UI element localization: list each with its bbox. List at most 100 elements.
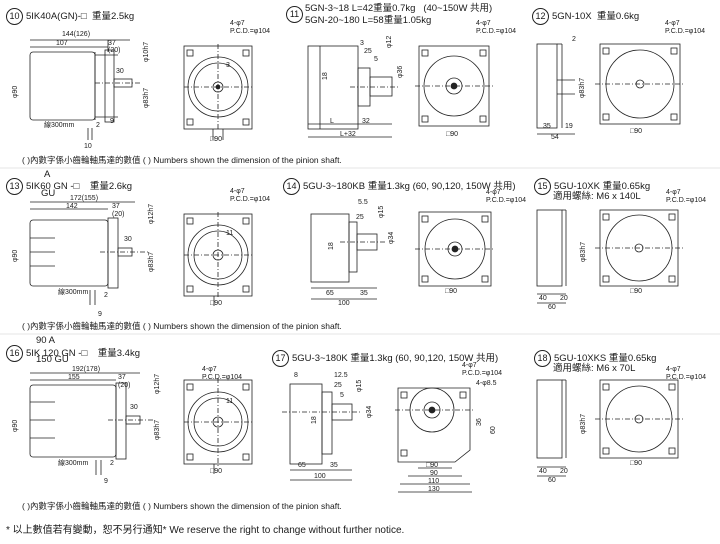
s11-heading: 11 [286,6,306,23]
s16-model: 5IK 120 GN -□ [26,348,88,360]
s12-square: □90 [630,128,643,135]
s17-dim-60: 60 [490,426,497,434]
s11-dim-Lplus32: L+32 [340,131,356,138]
s14-square: □90 [445,288,458,295]
s11-shaft-dia: φ12 [386,35,393,48]
footer-disclaimer: * 以上數值若有變動，恕不另行通知* We reserve the right … [6,525,405,536]
s10-shaft-dia: φ10h7 [143,41,150,62]
s13-model-top: A [44,169,51,180]
s16-dim-37: 37 [118,374,126,381]
s18-holes: 4-φ7 [666,366,681,373]
s18-flange-dia: φ83h7 [580,413,587,434]
s10-dim-9: 9 [110,118,114,125]
s15-number: 15 [534,178,551,195]
s14-gearhead-front [415,211,495,287]
s13-flange-dia: φ83h7 [148,251,155,272]
s13-motor-side [29,201,150,305]
s10-dim-length-total: 144(126) [62,31,91,38]
s11-dim-L: L [330,118,334,125]
s16-lead-wire: 線300mm [58,460,89,467]
s13-square: □90 [210,300,223,307]
s10-dim-37: 37 [108,40,116,47]
s17-shaft-dia: φ15 [356,379,363,392]
s16-flange-dia: φ83h7 [154,419,161,440]
s13-dim-20: (20) [112,211,125,218]
s17-dim-36: 36 [476,418,483,426]
s12-adapter-side [536,43,575,135]
s12-adapter-front [595,43,685,125]
s15-dim-60: 60 [548,304,556,311]
s17-square-90: □90 [426,462,439,469]
s15-pcd: P.C.D.=φ104 [666,197,707,204]
s15-screw: 適用螺絲: M6 x 140L [553,191,641,202]
s10-flange-dia: φ83h7 [143,87,150,108]
s17-hub-dia: φ34 [366,405,373,418]
s12-weight: 重量0.6kg [596,11,640,23]
s17-gearhead-front [395,387,475,493]
s14-dim-65: 65 [326,290,334,297]
s18-number: 18 [534,350,551,367]
s11-square: □90 [446,131,459,138]
s10-square: □90 [210,136,223,143]
s17-dim-100: 100 [314,473,326,480]
s15-dim-20: 20 [560,295,568,302]
s12-flange-dia: φ83h7 [579,77,586,98]
pinion-note-2: ( )內數字係小齒輪軸馬達的數值 ( ) Numbers shown the d… [22,321,342,331]
s16-key: 11 [226,398,234,405]
s15-flange-dia: φ83h7 [580,241,587,262]
s11-model-b: 5GN-20~180 L=58 [305,15,384,26]
s14-gearhead-side [310,213,385,300]
s10-motor-side [29,39,140,140]
s14-hub-dia: φ34 [388,231,395,244]
s13-shaft-dia: φ12h7 [148,203,155,224]
s15-square: □90 [630,288,643,295]
s18-adapter-side [536,379,567,477]
s10-motor-front [183,44,253,140]
s16-motor-front [183,378,253,474]
pinion-note-1: ( )內數字係小齒輪軸馬達的數值 ( ) Numbers shown the d… [22,155,342,165]
s13-number: 13 [6,178,23,195]
s11-holes: 4-φ7 [476,20,491,27]
s16-dim-length-total: 192(178) [72,366,101,373]
s10-dim-2: 2 [96,122,100,129]
s15-model: 5GU-10XK [554,181,600,193]
s11-number: 11 [286,6,303,23]
s17-dim-5: 5 [340,392,344,399]
s12-pcd: P.C.D.=φ104 [665,28,706,35]
s11-weight-b: 重量1.05kg [383,15,432,26]
s16-dim-9: 9 [104,478,108,485]
s17-dim-35: 35 [330,462,338,469]
s15-dim-40: 40 [539,295,547,302]
s11-dim-18: 18 [322,72,329,80]
s15-adapter-side [536,209,567,304]
s14-dim-25: 25 [356,214,364,221]
s16-dim-30: 30 [130,404,138,411]
s12-dim-35: 35 [543,123,551,130]
s12-dim-54: 54 [551,134,559,141]
s14-dim-100: 100 [338,300,350,307]
s10-dim-length-body: 107 [56,40,68,47]
s10-pcd: P.C.D.=φ104 [230,28,271,35]
s13-body-dia: φ90 [12,249,19,262]
s10-number: 10 [6,8,23,25]
s14-holes: 4-φ7 [486,189,501,196]
s13-motor-front [183,212,253,306]
s13-lead-wire: 線300mm [58,289,89,296]
s12-holes: 4-φ7 [665,20,680,27]
s10-dim-20: (20) [108,47,121,54]
s16-number: 16 [6,345,23,362]
s10-dim-10: 10 [84,143,92,150]
s11-model-a: 5GN-3~18 L=42 [305,3,374,14]
s18-dim-60: 60 [548,477,556,484]
s16-model-bot: 150 GU [36,354,69,365]
s11-dim-25: 25 [364,48,372,55]
s18-model: 5GU-10XKS [554,353,607,365]
s10-key: 3 [226,62,230,69]
s17-dim-130: 130 [428,486,440,493]
pinion-note-3: ( )內數字係小齒輪軸馬達的數值 ( ) Numbers shown the d… [22,501,342,511]
